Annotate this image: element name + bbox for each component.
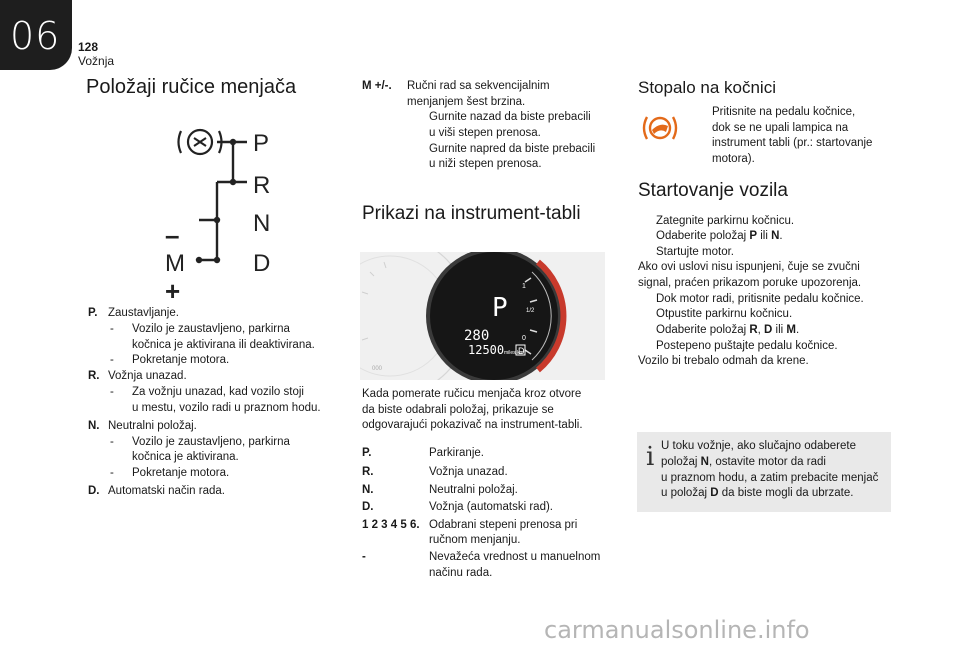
info-line1: U toku vožnje, ako slučajno odaberete	[661, 440, 856, 452]
start-para3: Vozilo bi trebalo odmah da krene.	[638, 355, 809, 367]
manual-plus: +	[165, 276, 180, 305]
def-n-sub1b: kočnica je aktivirana.	[132, 451, 239, 463]
manual-mode-line1: Ručni rad sa sekvencijalnim	[407, 80, 550, 92]
manual-minus: –	[165, 220, 179, 250]
cluster-fuel-half: 1/2	[526, 308, 535, 314]
def-p-sub1b: kočnica je aktivirana ili deaktivirana.	[132, 339, 315, 351]
info-line3: u praznom hodu, a zatim prebacite menjač	[661, 472, 879, 484]
cluster-speed: 280	[464, 328, 489, 344]
legend-key-gears: 1 2 3 4 5 6.	[362, 519, 420, 531]
legend-key-d: D.	[362, 501, 374, 513]
manual-m: M	[165, 250, 185, 277]
info-line4: u položaj D da biste mogli da ubrzate.	[661, 487, 854, 499]
legend-text-n: Neutralni položaj.	[429, 484, 518, 496]
legend-text-invalid-1: Nevažeća vrednost u manuelnom	[429, 551, 601, 563]
gear-letter-r: R	[253, 172, 270, 199]
manual-sub2b: u niži stepen prenosa.	[429, 158, 542, 170]
brake-line4: motora).	[712, 153, 755, 165]
manual-sub1b: u viši stepen prenosa.	[429, 127, 541, 139]
intro-line1: Kada pomerate ručicu menjača kroz otvore	[362, 388, 582, 400]
legend-text-p: Parkiranje.	[429, 447, 484, 459]
brake-line3: instrument tabli (pr.: startovanje	[712, 137, 873, 149]
def-r-sub1b: u mestu, vozilo radi u praznom hodu.	[132, 402, 321, 414]
info-line2: položaj N, ostavite motor da radi	[661, 456, 826, 468]
legend-text-gears-2: ručnom menjanju.	[429, 534, 521, 546]
cluster-temp: 000	[372, 366, 383, 372]
manual-mode-line2: menjanjem šest brzina.	[407, 96, 526, 108]
info-icon: i	[646, 442, 655, 472]
legend-key-n: N.	[362, 484, 374, 496]
section-name: Vožnja	[78, 54, 115, 68]
legend-key-p: P.	[362, 447, 372, 459]
intro-line2: da biste odabrali položaj, prikazuje se	[362, 404, 554, 416]
brake-title: Stopalo na kočnici	[638, 78, 776, 97]
cluster-odometer: 12500	[468, 343, 504, 357]
chapter-tab: 06	[0, 0, 72, 70]
cluster-gear-indicator: P	[492, 293, 508, 323]
legend-text-d: Vožnja (automatski rad).	[429, 501, 554, 513]
legend-text-r: Vožnja unazad.	[429, 466, 508, 478]
cluster-odometer-unit: miles km	[504, 350, 524, 356]
manual-mode-key: M +/-.	[362, 80, 392, 92]
intro-line3: odgovarajući pokazivač na instrument-tab…	[362, 419, 583, 431]
legend-text-gears-1: Odabrani stepeni prenosa pri	[429, 519, 578, 531]
info-note-box	[637, 432, 891, 512]
instrument-displays-title: Prikazi na instrument-tabli	[362, 203, 581, 224]
cluster-gear-small: D	[518, 346, 525, 356]
brake-line2: dok se ne upali lampica na	[712, 122, 849, 134]
start-title: Startovanje vozila	[638, 180, 788, 201]
parking-brake-icon	[177, 128, 223, 156]
watermark: carmanualsonline.info	[544, 616, 810, 644]
start-para2: signal, praćen prikazom poruke upozorenj…	[638, 277, 862, 289]
gear-selector-diagram: P R N D – M +	[165, 128, 270, 305]
start-para1: Ako ovi uslovi nisu ispunjeni, čuje se z…	[638, 261, 860, 273]
gear-letter-n: N	[253, 210, 270, 237]
legend-key-r: R.	[362, 466, 374, 478]
chapter-number: 06	[10, 14, 61, 58]
instrument-cluster-image: P 280 12500 miles km D 1 1/2 0 000	[360, 252, 605, 380]
gear-letter-p: P	[253, 130, 269, 157]
gear-positions-title: Položaji ručice menjača	[86, 76, 297, 98]
cluster-fuel-full: 1	[522, 283, 526, 290]
gear-letter-d: D	[253, 250, 270, 277]
legend-text-invalid-2: načinu rada.	[429, 567, 493, 579]
brake-pedal-warning-icon	[642, 116, 678, 140]
page-number: 128	[78, 40, 99, 54]
cluster-fuel-empty: 0	[522, 335, 526, 342]
legend-key-invalid: -	[362, 551, 366, 563]
